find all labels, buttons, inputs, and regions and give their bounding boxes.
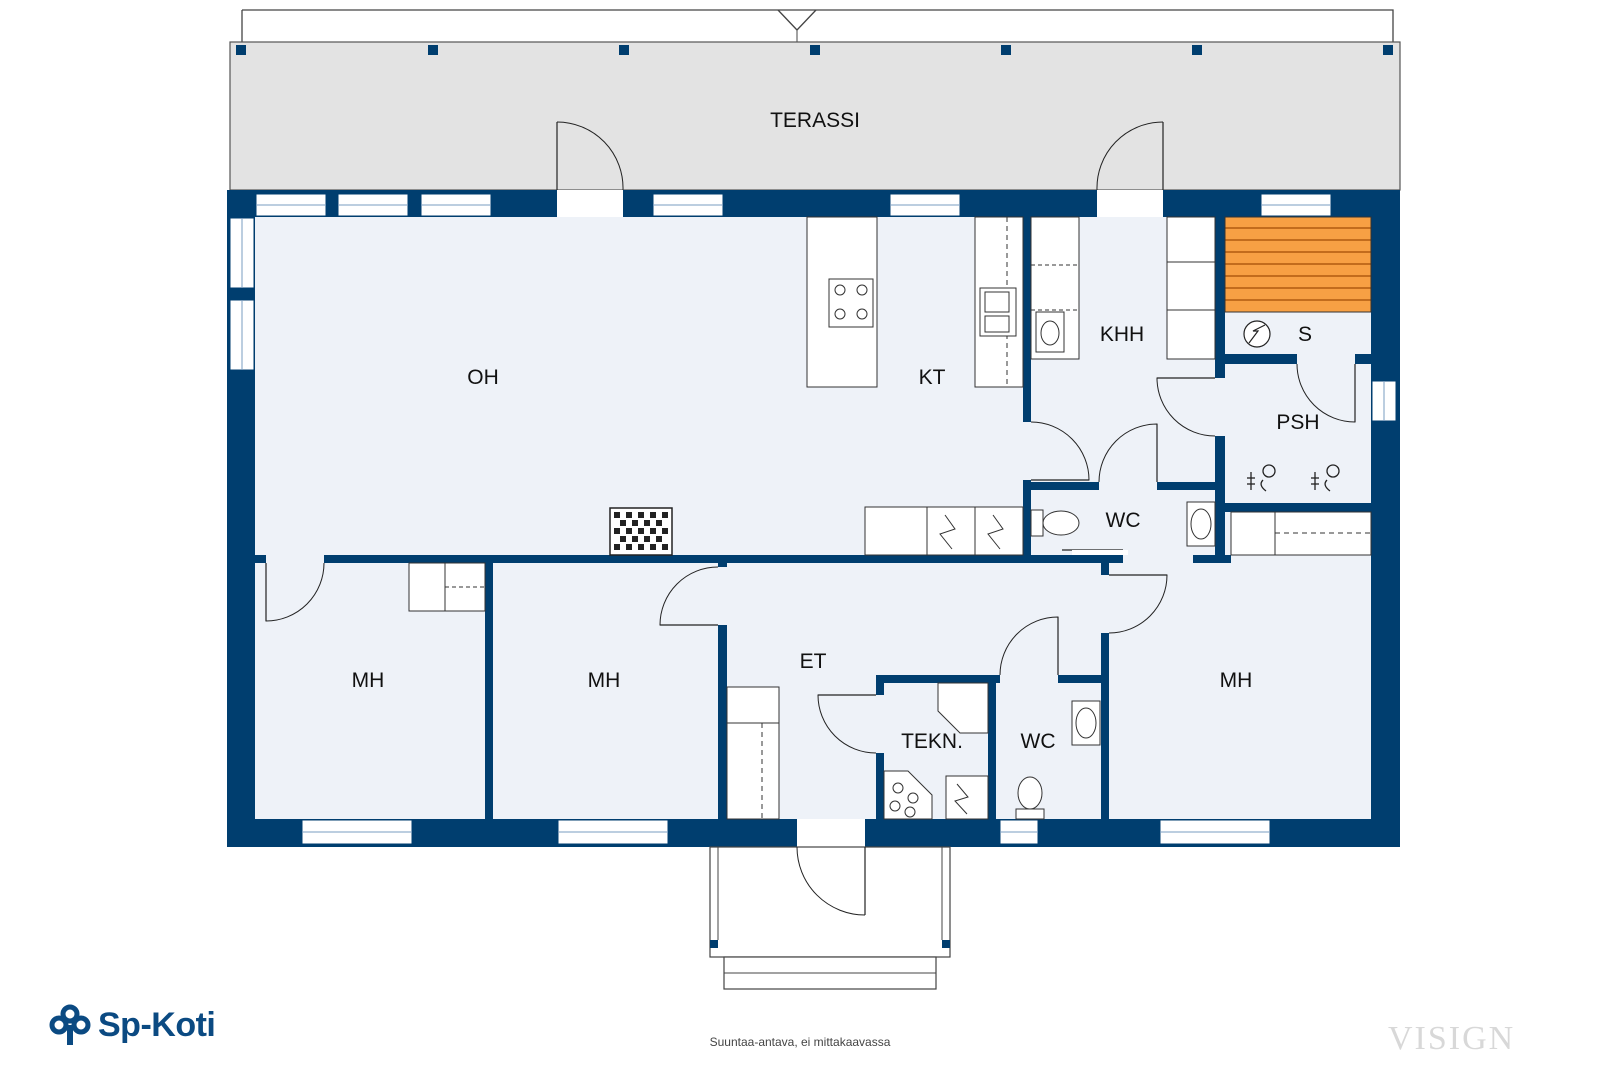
- room-label-sauna: S: [1298, 323, 1312, 346]
- sink-icon: [1071, 700, 1101, 746]
- terrace: TERASSI: [229, 9, 1401, 191]
- hall-closet: [726, 686, 780, 820]
- room-labels: OH KT KHH PSH WC ET TEKN. WC MH MH MH: [352, 323, 1320, 753]
- room-label-washroom: PSH: [1276, 411, 1319, 434]
- room-label-wc2: WC: [1021, 730, 1056, 753]
- windows: [229, 193, 1397, 845]
- room-label-living: OH: [467, 366, 499, 389]
- sauna: S: [1224, 216, 1372, 348]
- sink-icon: [979, 287, 1017, 337]
- room-label-bedroom2: MH: [588, 669, 621, 692]
- disclaimer-note: Suuntaa-antava, ei mittakaavassa: [709, 1035, 891, 1049]
- kitchen-fixtures: [806, 216, 1024, 556]
- toilet-icon: [1030, 509, 1080, 537]
- terrace-doors: [556, 121, 1164, 217]
- wc2-fixtures: [1015, 700, 1101, 820]
- room-label-technical: TEKN.: [901, 730, 963, 753]
- watermark: VISIGN: [1388, 1020, 1516, 1057]
- entrance: [709, 819, 951, 990]
- bedroom1-closet: [408, 562, 486, 612]
- bedroom3-closet: [1230, 511, 1372, 556]
- sauna-heater-icon: [1243, 320, 1271, 348]
- fireplace-icon: [609, 507, 673, 556]
- utility-fixtures: [1030, 216, 1216, 360]
- interior-doors: [265, 354, 1356, 754]
- shower-icon: [1247, 464, 1340, 492]
- room-label-utility: KHH: [1100, 323, 1144, 346]
- sp-koti-tree-logo-icon: [49, 1004, 91, 1045]
- room-label-terrace: TERASSI: [770, 109, 860, 132]
- toilet-icon: [1015, 776, 1045, 820]
- room-label-hall: ET: [800, 650, 827, 673]
- room-label-bedroom1: MH: [352, 669, 385, 692]
- room-label-wc1: WC: [1106, 509, 1141, 532]
- boiler-icon: [883, 770, 933, 820]
- technical-fixtures: [883, 682, 989, 820]
- terrace-posts: [236, 45, 1393, 55]
- stove-icon: [828, 278, 874, 328]
- brand-name: Sp-Koti: [98, 1005, 216, 1044]
- brand-logo[interactable]: Sp-Koti: [48, 1003, 216, 1047]
- room-label-bedroom3: MH: [1220, 669, 1253, 692]
- wc1-fixtures: [1030, 501, 1216, 555]
- sink-icon: [1186, 501, 1216, 547]
- room-label-kitchen: KT: [919, 366, 946, 389]
- sink-icon: [1035, 311, 1065, 353]
